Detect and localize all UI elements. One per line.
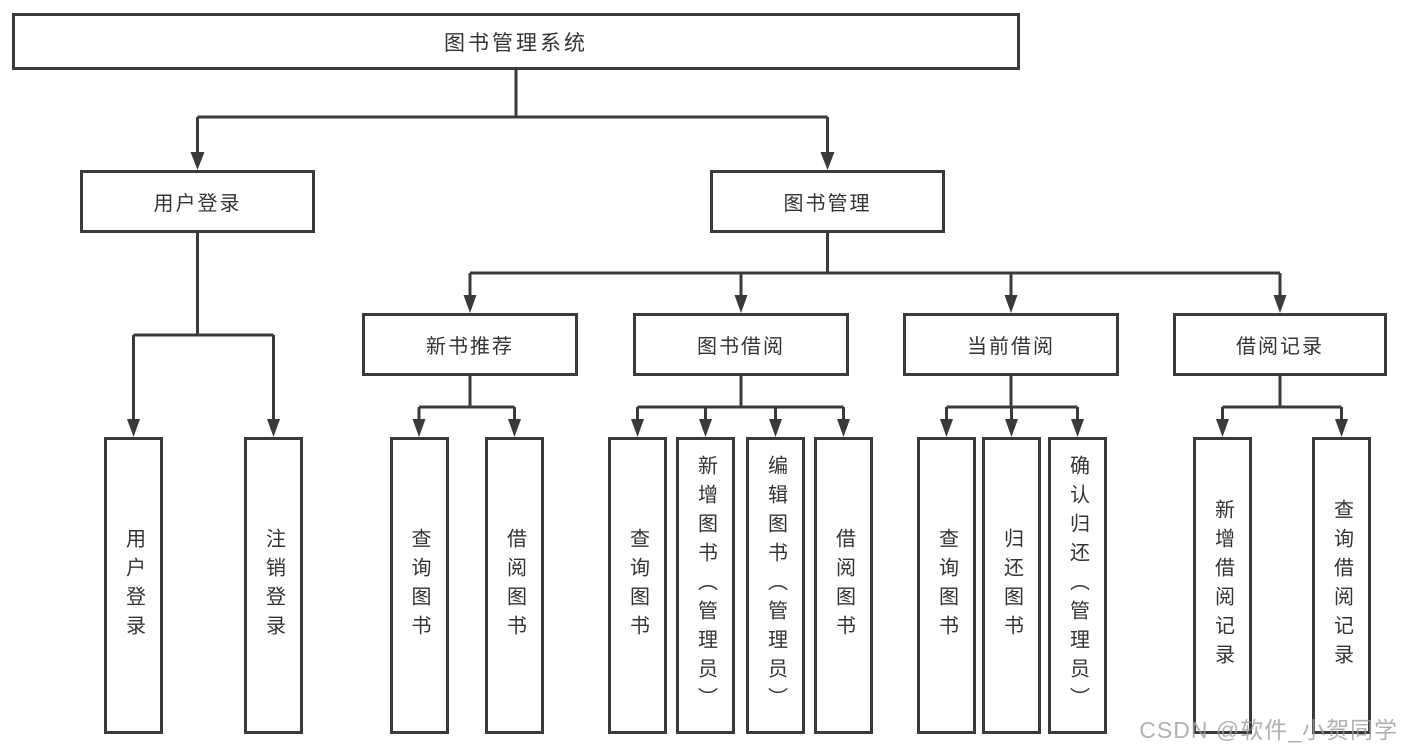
arrow-down-icon: [940, 419, 953, 437]
node-current-borrowing: 当前借阅: [903, 313, 1119, 376]
connector-currentborrow-to-leaves: [945, 376, 1079, 420]
node-label: 图书管理: [783, 193, 872, 215]
leaf-return-books: 归还图书: [982, 437, 1041, 734]
node-book-management: 图书管理: [710, 170, 945, 233]
arrow-down-icon: [412, 419, 426, 437]
arrow-down-icon: [631, 419, 644, 437]
node-label: 注销登录: [262, 527, 285, 644]
node-label: 新增图书（管理员）: [694, 455, 717, 716]
node-borrowing-records: 借阅记录: [1173, 313, 1387, 376]
arrow-down-icon: [1004, 295, 1018, 313]
connector-newbookrec-to-leaves: [417, 376, 516, 420]
arrow-down-icon: [699, 419, 712, 437]
node-new-book-recommendation: 新书推荐: [362, 313, 578, 376]
csdn-watermark: CSDN @软件_小贺同学: [1139, 717, 1398, 743]
leaf-logout: 注销登录: [244, 437, 303, 734]
arrow-down-icon: [267, 419, 280, 437]
arrow-down-icon: [820, 152, 835, 170]
leaf-query-borrow-record: 查询借阅记录: [1312, 437, 1371, 734]
node-library-system: 图书管理系统: [12, 13, 1020, 70]
arrow-down-icon: [127, 419, 140, 437]
node-label: 查询图书: [408, 527, 430, 644]
node-book-borrowing: 图书借阅: [633, 313, 849, 376]
node-label: 查询借阅记录: [1330, 498, 1353, 673]
arrow-down-icon: [1273, 295, 1287, 313]
arrow-down-icon: [1335, 419, 1348, 437]
leaf-query-books-current: 查询图书: [917, 437, 976, 734]
leaf-query-books-borrowing: 查询图书: [608, 437, 667, 734]
node-label: 归还图书: [1000, 527, 1023, 644]
leaf-edit-books-admin: 编辑图书（管理员）: [746, 437, 805, 734]
leaf-add-books-admin: 新增图书（管理员）: [676, 437, 735, 734]
arrow-down-icon: [769, 419, 782, 437]
arrow-down-icon: [1216, 419, 1229, 437]
arrow-down-icon: [1071, 419, 1084, 437]
arrow-down-icon: [508, 419, 521, 437]
connector-borrowrecords-to-leaves: [1221, 376, 1343, 420]
node-user-login: 用户登录: [80, 170, 315, 233]
node-label: 借阅记录: [1236, 336, 1324, 358]
arrow-down-icon: [190, 152, 205, 170]
node-label: 查询图书: [626, 527, 649, 644]
node-label: 借阅图书: [832, 527, 855, 644]
leaf-confirm-return-admin: 确认归还（管理员）: [1048, 437, 1107, 734]
node-label: 确认归还（管理员）: [1066, 455, 1089, 716]
leaf-user-login: 用户登录: [104, 437, 163, 734]
node-label: 编辑图书（管理员）: [764, 455, 787, 716]
leaf-query-books-recommend: 查询图书: [389, 437, 449, 734]
node-label: 查询图书: [935, 527, 958, 644]
node-label: 用户登录: [153, 193, 242, 215]
node-label: 图书借阅: [697, 336, 785, 358]
leaf-borrow-books: 借阅图书: [814, 437, 873, 734]
connector-userlogin-to-leaves: [132, 233, 275, 420]
connector-root-to-level2: [196, 70, 829, 153]
arrow-down-icon: [734, 295, 748, 313]
node-label: 图书管理系统: [444, 31, 588, 55]
node-label: 借阅图书: [503, 527, 526, 644]
arrow-down-icon: [837, 419, 850, 437]
leaf-borrow-books-recommend: 借阅图书: [485, 437, 544, 734]
connector-bookmgmt-to-level3: [468, 233, 1282, 296]
connector-bookborrow-to-leaves: [636, 376, 845, 420]
node-label: 当前借阅: [967, 336, 1055, 358]
leaf-add-borrow-record: 新增借阅记录: [1193, 437, 1252, 734]
node-label: 用户登录: [122, 527, 145, 644]
arrow-down-icon: [463, 295, 477, 313]
node-label: 新书推荐: [426, 336, 514, 358]
arrow-down-icon: [1005, 419, 1018, 437]
node-label: 新增借阅记录: [1211, 498, 1234, 673]
